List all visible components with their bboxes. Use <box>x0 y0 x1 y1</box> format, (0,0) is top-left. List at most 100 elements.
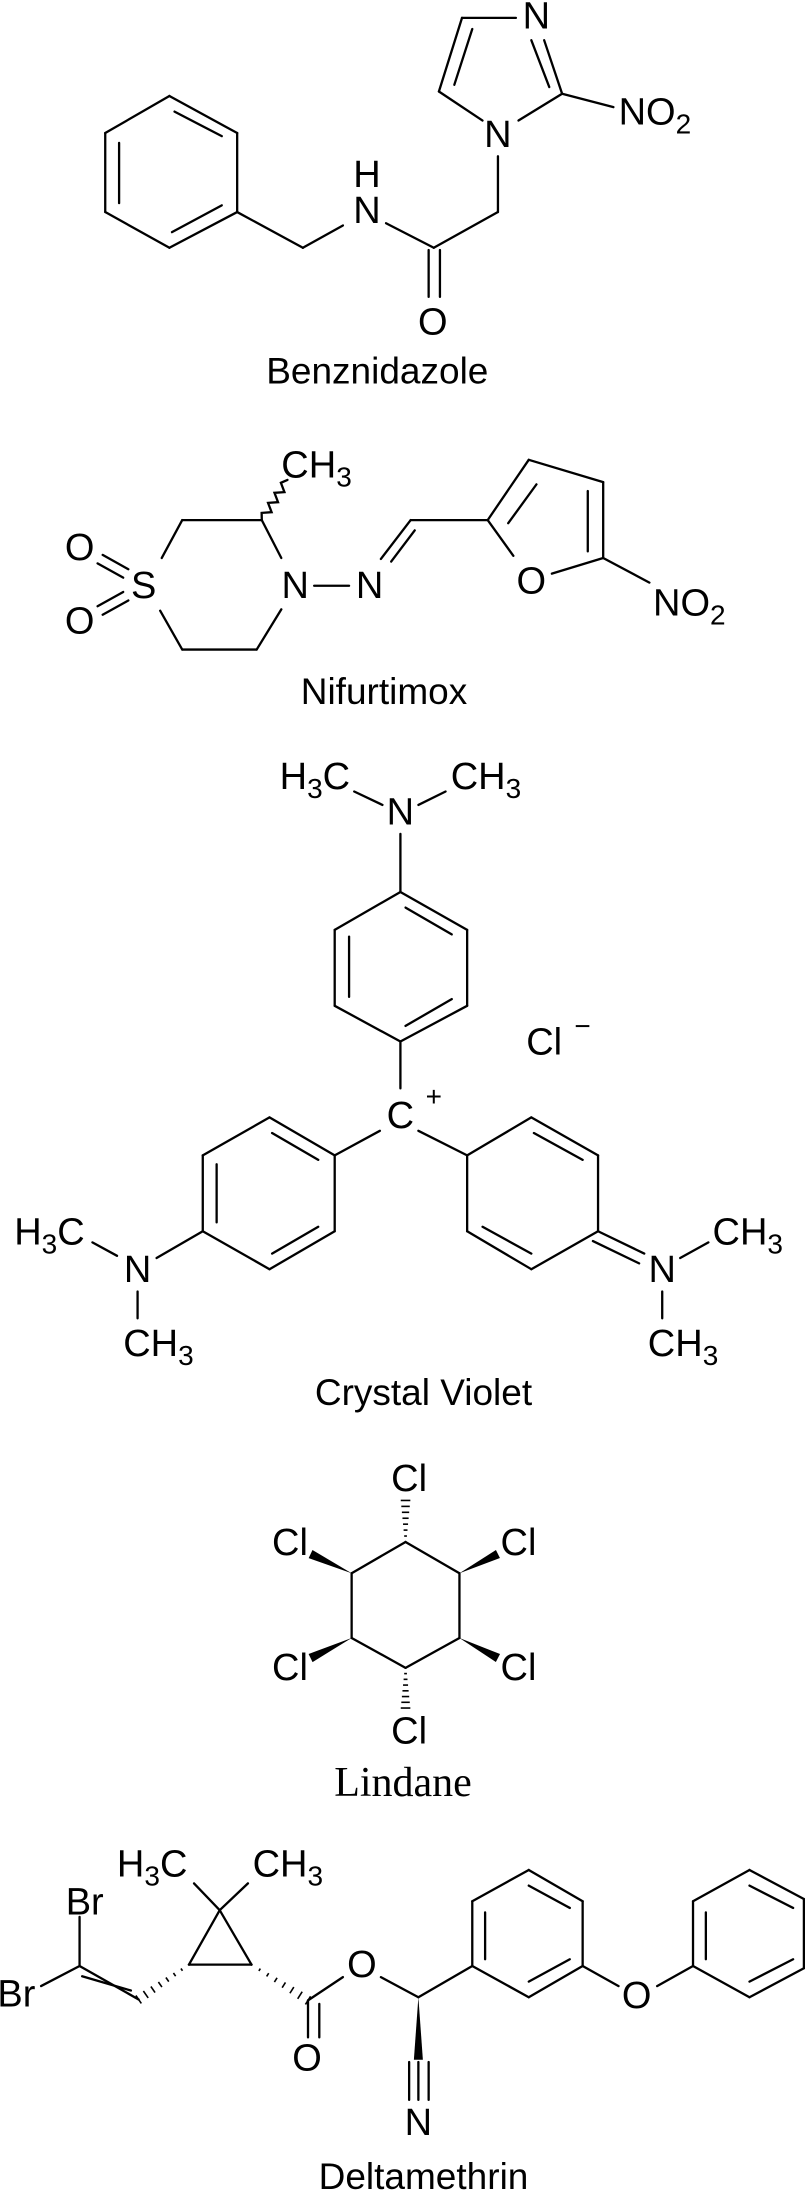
bond-line <box>350 1540 407 1575</box>
methyl-label: H3C <box>14 1211 84 1259</box>
bond-line <box>236 210 305 249</box>
bond-line <box>268 1230 336 1271</box>
atom-n-amide: N <box>353 190 380 232</box>
hash-bond-segment <box>165 1977 170 1983</box>
bond-layer <box>39 16 805 2102</box>
hash-bond-segment <box>297 1991 303 2000</box>
molecule-name-deltamethrin: Deltamethrin <box>319 2156 529 2195</box>
hash-bond-segment <box>157 1981 163 1988</box>
atom-o-ester: O <box>347 1944 377 1986</box>
bond-line <box>591 1239 641 1265</box>
bond-line <box>173 110 223 138</box>
atom-n-right: N <box>648 1249 675 1291</box>
hash-bond-segment <box>135 1995 142 2004</box>
bond-line <box>101 553 130 571</box>
atom-n3-imidazole: N <box>523 0 550 38</box>
bond-line <box>655 1964 695 1988</box>
atom-c-carbocation: C <box>387 1095 414 1137</box>
bond-line <box>160 518 184 560</box>
atom-h-amide: H <box>353 154 380 196</box>
bond-line <box>691 1868 751 1903</box>
hash-bond-segment <box>172 1972 177 1977</box>
methyl-label: CH3 <box>713 1211 783 1259</box>
bond-line <box>507 483 538 525</box>
atom-n-top: N <box>387 792 414 834</box>
bond-line <box>192 1882 221 1912</box>
bond-line <box>96 590 125 608</box>
bond-line <box>379 518 412 561</box>
bond-line <box>159 609 184 651</box>
bond-line <box>417 1964 474 1999</box>
nitro-group-label: NO2 <box>653 583 726 631</box>
bond-line <box>527 1964 584 1999</box>
bond-line <box>260 518 283 560</box>
bond-line <box>542 39 564 95</box>
hash-bond-segment <box>273 1977 278 1983</box>
bond-line <box>404 1540 461 1575</box>
bond-line <box>527 1868 584 1903</box>
bond-line <box>517 92 564 122</box>
bond-line <box>306 1975 345 2002</box>
bond-line <box>679 1241 710 1260</box>
molecule-name-lindane: Lindane <box>334 1760 472 1806</box>
bond-line <box>691 1964 751 1999</box>
bond-line <box>333 1129 382 1157</box>
bond-line <box>39 1964 81 1988</box>
atom-cl-bottom: Cl <box>391 1710 427 1752</box>
bond-line <box>550 556 605 575</box>
wavy-bond <box>260 478 289 522</box>
bond-line <box>390 529 416 563</box>
bond-line <box>301 224 345 249</box>
bond-line <box>532 1131 584 1161</box>
atom-cl-top-left: Cl <box>272 1522 308 1564</box>
atom-cl-bottom-right: Cl <box>501 1647 537 1689</box>
wedge-bond <box>308 1549 352 1574</box>
bond-line <box>748 1967 805 1999</box>
bond-line <box>527 1884 571 1910</box>
bond-line <box>471 1964 530 1999</box>
bond-line <box>218 1882 250 1912</box>
atom-n-left: N <box>124 1249 151 1291</box>
wedge-bond <box>459 1549 500 1574</box>
bond-line <box>748 1884 795 1910</box>
bond-line <box>168 210 239 249</box>
bond-line <box>270 1131 320 1161</box>
bond-line <box>101 599 130 616</box>
hash-bond-segment <box>250 1963 253 1966</box>
bond-line <box>437 16 464 93</box>
atom-cl-top-right: Cl <box>501 1522 537 1564</box>
bond-line <box>748 1958 795 1983</box>
bond-line <box>453 27 474 86</box>
atom-s: S <box>131 565 156 607</box>
methyl-label: CH3 <box>281 444 351 492</box>
wedge-bond <box>308 1637 352 1663</box>
bond-line <box>201 1230 271 1271</box>
bond-line <box>96 562 125 579</box>
bond-line <box>404 906 453 936</box>
molecule-name-benznidazole: Benznidazole <box>266 351 488 392</box>
atom-o-ether: O <box>622 1975 652 2017</box>
bond-line <box>527 1958 571 1983</box>
bond-line <box>268 1116 336 1157</box>
bond-line <box>170 204 223 234</box>
bond-line <box>379 1975 420 1999</box>
atom-n1-imidazole: N <box>484 114 511 156</box>
atom-o-carbonyl: O <box>292 2038 322 2080</box>
methyl-label: CH3 <box>253 1843 323 1891</box>
bond-line <box>602 556 651 584</box>
atom-o-carbonyl: O <box>418 301 448 343</box>
negative-charge: − <box>574 1010 590 1041</box>
bond-line <box>486 458 530 522</box>
methyl-label: H3C <box>117 1843 187 1891</box>
hash-bond-segment <box>150 1986 156 1993</box>
molecule-name-crystal-violet: Crystal Violet <box>315 1372 533 1413</box>
bond-line <box>353 790 384 807</box>
bond-line <box>218 1909 253 1966</box>
bond-line <box>104 210 171 249</box>
lindane-structure: Cl Cl Cl Cl Cl Cl Lindane <box>272 1458 536 1806</box>
bond-line <box>417 1129 469 1157</box>
bond-line <box>384 222 435 249</box>
chloride-counterion: Cl <box>526 1022 562 1064</box>
bond-line <box>530 39 551 89</box>
